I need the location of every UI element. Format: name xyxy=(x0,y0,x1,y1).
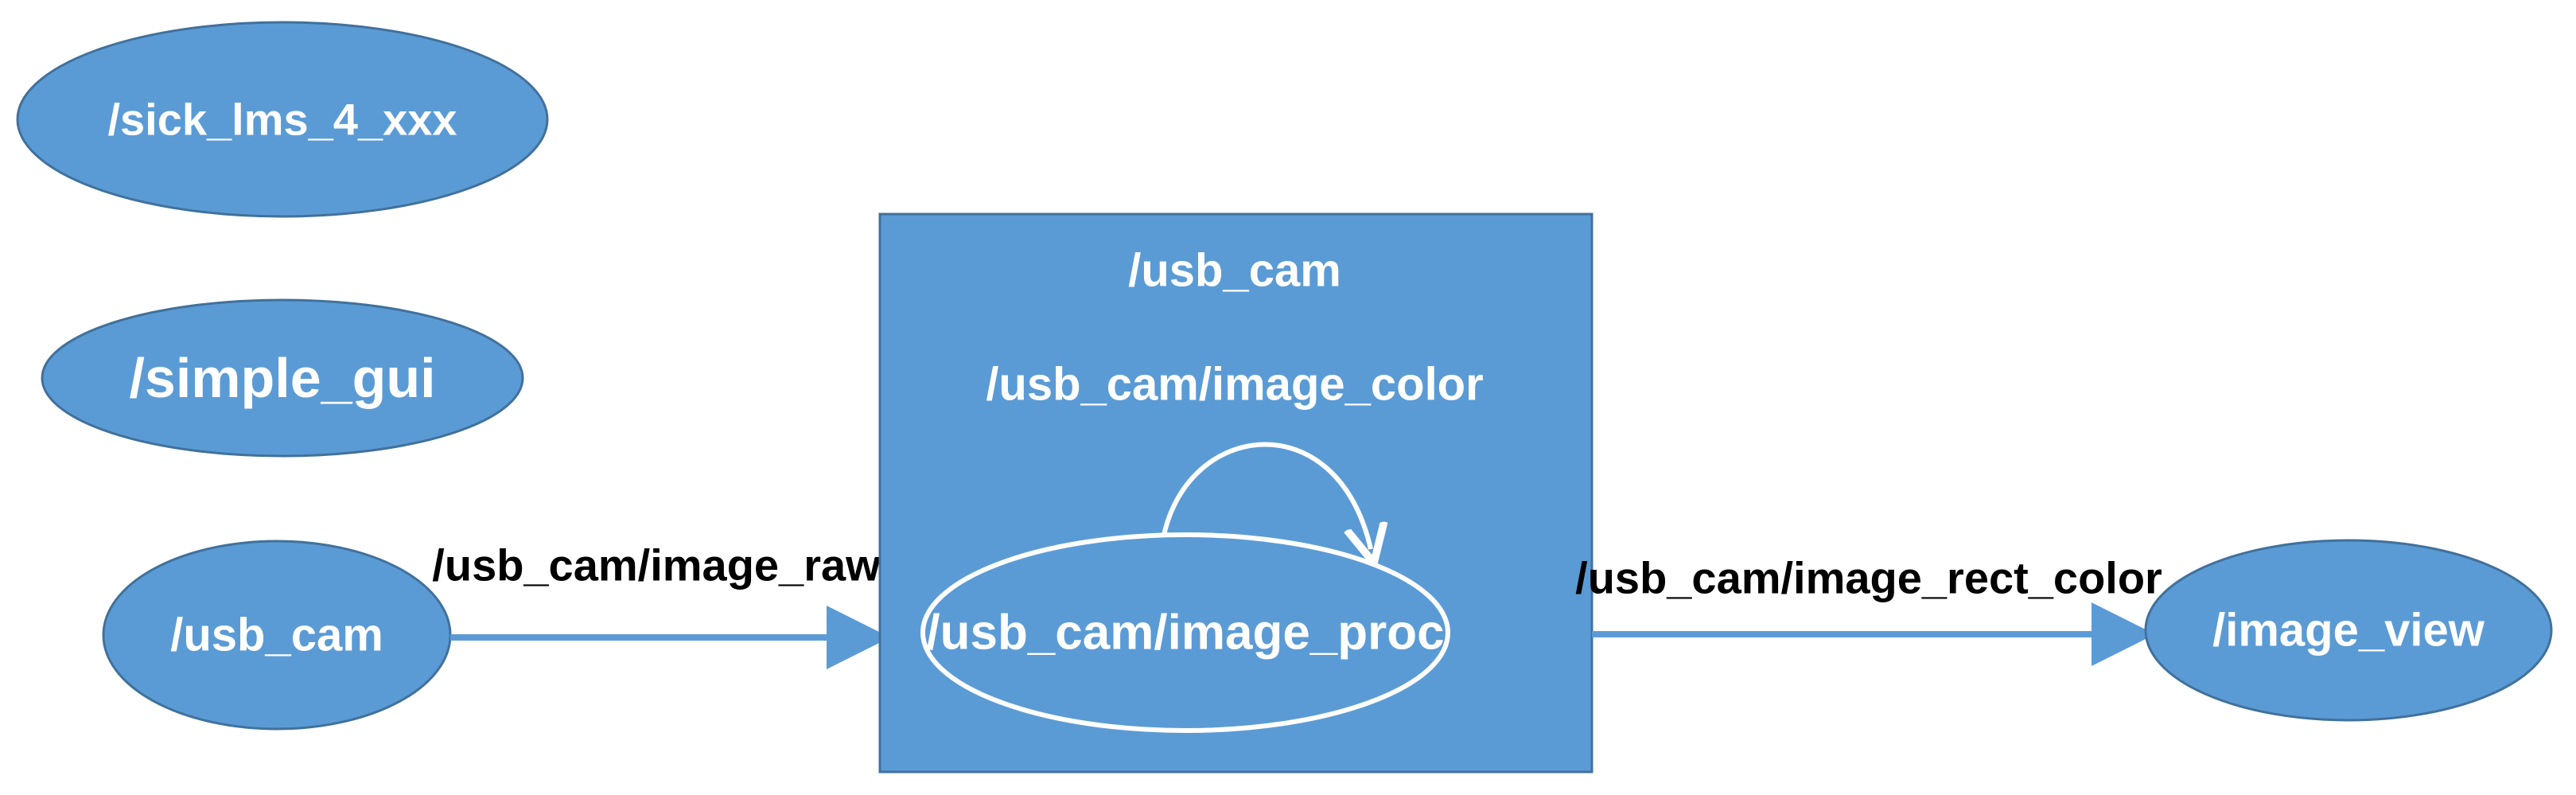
node-usb-cam-label: /usb_cam xyxy=(170,610,383,661)
node-image-view[interactable]: /image_view xyxy=(2144,539,2553,722)
node-simple-gui[interactable]: /simple_gui xyxy=(41,298,524,458)
edge-image-rect-color-label: /usb_cam/image_rect_color xyxy=(1575,553,2162,603)
edge-group-to-image-view[interactable]: /usb_cam/image_rect_color xyxy=(1575,553,2162,666)
node-image-proc[interactable]: /usb_cam/image_proc xyxy=(920,532,1450,733)
self-loop-label: /usb_cam/image_color xyxy=(986,359,1483,411)
node-usb-cam[interactable]: /usb_cam xyxy=(102,540,452,731)
group-title: /usb_cam xyxy=(1128,245,1341,297)
edge-usb-cam-to-group[interactable]: /usb_cam/image_raw xyxy=(432,540,890,669)
node-image-view-label: /image_view xyxy=(2212,605,2485,657)
node-sick-lms[interactable]: /sick_lms_4_xxx xyxy=(16,21,549,218)
node-sick-lms-label: /sick_lms_4_xxx xyxy=(107,95,457,145)
group-usb-cam[interactable]: /usb_cam /usb_cam/image_color /usb_cam/i… xyxy=(878,212,1593,774)
node-image-proc-label: /usb_cam/image_proc xyxy=(926,606,1444,661)
self-loop-edge[interactable] xyxy=(1159,442,1371,549)
edge-image-raw-label: /usb_cam/image_raw xyxy=(432,540,881,590)
node-simple-gui-label: /simple_gui xyxy=(129,347,435,409)
